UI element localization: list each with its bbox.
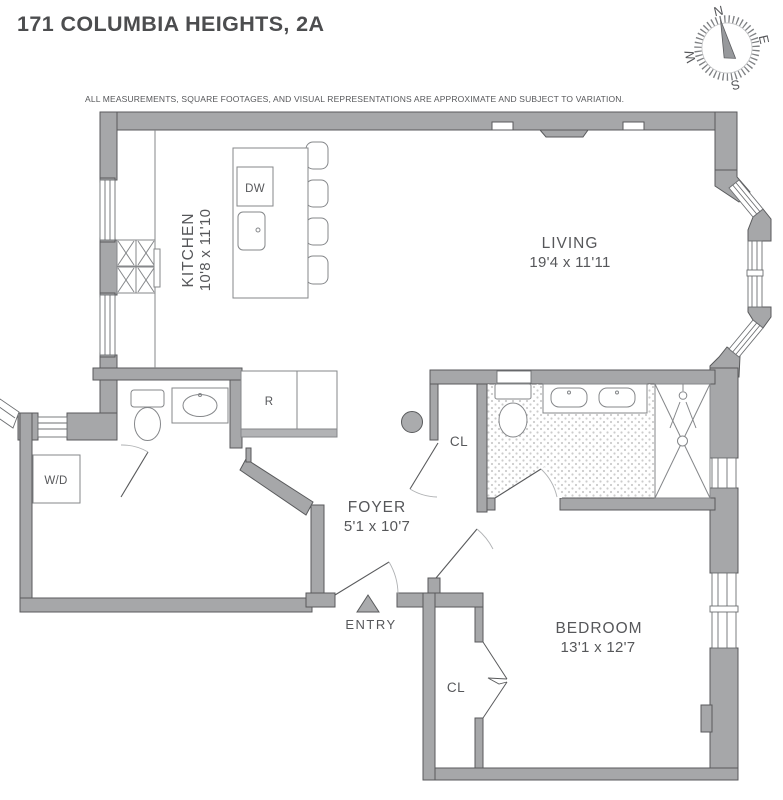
fixtures bbox=[32, 130, 711, 504]
island-stools bbox=[305, 141, 329, 285]
island-sink bbox=[237, 211, 266, 251]
entry-marker-triangle bbox=[356, 594, 380, 613]
foyer-label: FOYER bbox=[348, 499, 406, 516]
compass-west: W bbox=[681, 48, 699, 64]
bedroom-door bbox=[435, 528, 494, 579]
page-title: 171 COLUMBIA HEIGHTS, 2A bbox=[17, 12, 325, 36]
powder-toilet bbox=[130, 389, 165, 441]
bathroom-window bbox=[711, 457, 737, 489]
room-labels: KITCHEN 10'8 x 11'10 LIVING 19'4 x 11'11… bbox=[44, 183, 642, 695]
refrigerator-unit bbox=[240, 370, 338, 438]
bay-window-center bbox=[746, 240, 764, 308]
bay-window-lower bbox=[728, 319, 764, 358]
dishwasher-box bbox=[236, 166, 274, 207]
bedroom-label: BEDROOM bbox=[555, 620, 642, 637]
bay-window-upper bbox=[728, 179, 764, 218]
compass-east: E bbox=[756, 34, 773, 46]
compass-needle bbox=[720, 19, 737, 59]
laundry-window bbox=[37, 416, 68, 438]
stove bbox=[116, 239, 161, 294]
compass-north: N bbox=[712, 3, 725, 20]
entry-label: ENTRY bbox=[345, 617, 396, 632]
foyer-dims: 5'1 x 10'7 bbox=[344, 518, 410, 535]
shower bbox=[654, 383, 711, 499]
kitchen-window-upper bbox=[99, 179, 116, 241]
double-vanity bbox=[542, 383, 648, 414]
windows bbox=[0, 179, 764, 649]
living-dims: 19'4 x 11'11 bbox=[529, 254, 610, 271]
kitchen-label: KITCHEN bbox=[180, 212, 197, 287]
entry-door bbox=[334, 561, 399, 596]
dishwasher-label: DW bbox=[245, 183, 265, 195]
doors bbox=[120, 442, 558, 719]
powder-room-door bbox=[120, 444, 149, 498]
bedroom-dims: 13'1 x 12'7 bbox=[561, 639, 636, 656]
foyer-closet-label: CL bbox=[450, 434, 468, 449]
bedroom-window bbox=[709, 572, 739, 649]
column bbox=[401, 411, 423, 433]
walls bbox=[17, 111, 772, 781]
bathroom-toilet bbox=[494, 383, 532, 438]
compass-rose: N E S W bbox=[681, 3, 773, 94]
door-swing-clearing bbox=[495, 467, 562, 498]
foyer-closet-door bbox=[409, 442, 439, 498]
bedroom-closet-bifold-door bbox=[482, 641, 508, 719]
powder-sink bbox=[171, 387, 229, 424]
corner-angled-window bbox=[0, 398, 20, 429]
compass-south: S bbox=[729, 77, 741, 94]
washer-dryer-box bbox=[32, 454, 81, 504]
bedroom-closet-label: CL bbox=[447, 680, 465, 695]
bathroom-wall-recess bbox=[496, 370, 532, 384]
disclaimer-text: ALL MEASUREMENTS, SQUARE FOOTAGES, AND V… bbox=[85, 94, 625, 104]
bathroom-door bbox=[494, 468, 558, 499]
living-label: LIVING bbox=[542, 235, 599, 252]
kitchen-dims: 10'8 x 11'10 bbox=[197, 209, 214, 291]
kitchen-window-lower bbox=[99, 294, 116, 356]
refrigerator-label: R bbox=[265, 396, 274, 408]
washer-dryer-label: W/D bbox=[44, 475, 67, 487]
